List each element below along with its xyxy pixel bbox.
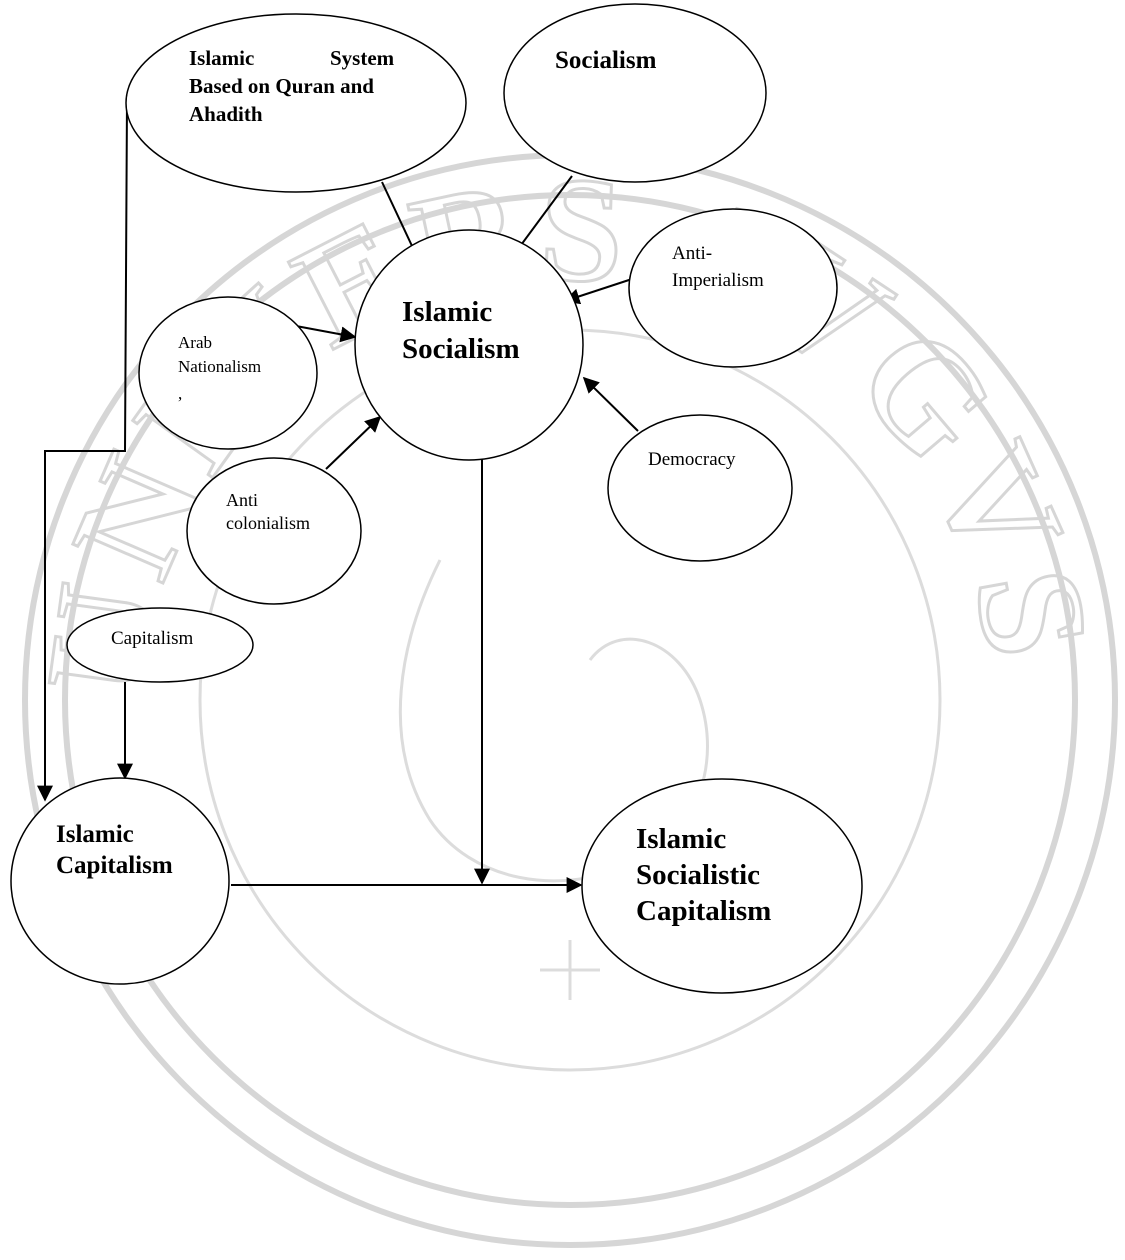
edge-anti-imperialism-to-islamic-socialism: [563, 278, 633, 305]
svg-text:Socialism: Socialism: [555, 47, 657, 74]
svg-text:Islamic Socialism: Islamic Socialism: [402, 296, 520, 365]
svg-text:Capitalism: Capitalism: [111, 628, 194, 649]
node-anti-colonialism-line-2: colonialism: [226, 513, 310, 533]
svg-text:Islamic System Bas: Islamic System Based on Quran and Ahadit…: [189, 46, 399, 126]
svg-text:Democracy: Democracy: [648, 449, 736, 470]
node-islamic-capitalism: Islamic Capitalism: [10, 777, 230, 985]
edge-anti-colonialism-to-islamic-socialism: [325, 415, 382, 470]
node-islamic-socialism-line-1: Islamic: [402, 296, 492, 328]
svg-text:Islamic Socialistic: Islamic Socialistic Capitalism: [636, 823, 771, 927]
node-islamic-system-line-2: System: [330, 46, 395, 70]
node-islamic-socialistic-capitalism: Islamic Socialistic Capitalism: [581, 778, 863, 994]
node-isc-line-1: Islamic: [636, 823, 726, 855]
node-islamic-system-line-1: Islamic: [189, 46, 254, 70]
node-islamic-socialism: Islamic Socialism: [354, 229, 584, 461]
node-islamic-system-line-4: Ahadith: [189, 102, 263, 126]
node-capitalism: Capitalism: [66, 607, 254, 683]
svg-text:Arab Nationalism ,: Arab Nationalism ,: [178, 333, 265, 403]
svg-text:Islamic Capitalism: Islamic Capitalism: [56, 821, 173, 879]
node-capitalism-label: Capitalism: [111, 628, 194, 649]
node-anti-colonialism: Anti colonialism: [186, 457, 362, 605]
node-isc-line-3: Capitalism: [636, 895, 771, 927]
node-islamic-capitalism-line-1: Islamic: [56, 821, 134, 848]
node-islamic-system-line-3: Based on Quran and: [189, 74, 374, 98]
svg-text:Anti- Imperialism: Anti- Imperialism: [672, 243, 764, 291]
node-islamic-capitalism-line-2: Capitalism: [56, 852, 173, 879]
node-arab-nationalism-line-2: Nationalism: [178, 357, 261, 376]
svg-text:Anti colonialism: Anti colonialism: [226, 490, 310, 533]
node-arab-nationalism-line-1: Arab: [178, 333, 212, 352]
node-anti-imperialism: Anti- Imperialism: [628, 208, 838, 368]
node-islamic-socialism-line-2: Socialism: [402, 333, 520, 365]
node-anti-colonialism-line-1: Anti: [226, 490, 258, 510]
edge-democracy-to-islamic-socialism: [582, 376, 639, 432]
node-socialism: Socialism: [503, 3, 767, 183]
node-arab-nationalism-line-3: ,: [178, 384, 182, 403]
node-islamic-system: Islamic System Based on Quran and Ahadit…: [125, 13, 467, 193]
node-anti-imperialism-line-1: Anti-: [672, 243, 712, 264]
node-arab-nationalism: Arab Nationalism ,: [138, 296, 318, 450]
node-anti-imperialism-line-2: Imperialism: [672, 270, 764, 291]
edge-islamic-system-to-islamic-capitalism: [37, 99, 128, 802]
node-socialism-label: Socialism: [555, 47, 657, 74]
node-isc-line-2: Socialistic: [636, 859, 760, 891]
node-democracy: Democracy: [607, 414, 793, 562]
node-democracy-label: Democracy: [648, 449, 736, 470]
edge-arab-nationalism-to-islamic-socialism: [295, 325, 357, 343]
